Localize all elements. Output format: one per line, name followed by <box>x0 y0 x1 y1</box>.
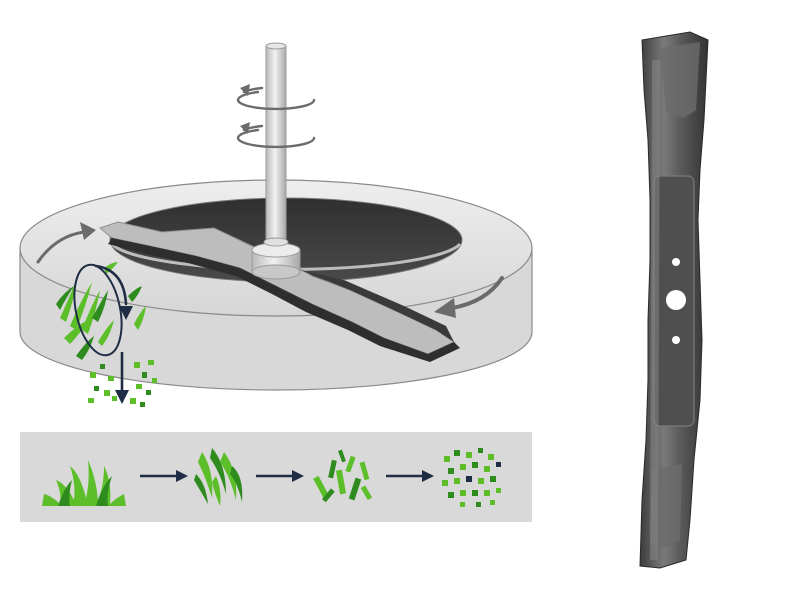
vortex-ring <box>73 263 123 357</box>
shaft-rotation-arrows <box>236 84 316 149</box>
mower-blade-photo <box>639 31 709 569</box>
blade-hole-small-bottom <box>672 336 680 344</box>
down-arrow-icon <box>115 390 129 404</box>
grass-clippings-icon <box>56 262 146 360</box>
deck-blade <box>98 221 460 362</box>
collar-top <box>263 237 289 247</box>
blade-upper-wing <box>660 42 700 118</box>
process-arrow-icon <box>386 470 434 482</box>
rotation-arrow-icon <box>236 122 316 149</box>
grass-vortex <box>56 262 157 407</box>
process-arrow-icon <box>140 470 188 482</box>
cut-grass-pieces-icon <box>313 449 373 503</box>
shaft-rod <box>265 45 287 255</box>
rotation-arrow-icon <box>236 84 316 111</box>
hub-bottom <box>251 264 301 280</box>
airflow-arrows <box>36 222 504 318</box>
shaft-top-cap <box>265 42 287 50</box>
blade-highlight <box>650 60 660 560</box>
process-arrow-icon <box>256 470 304 482</box>
grass-blades-icon <box>194 448 243 506</box>
mulching-process-panel <box>20 432 532 522</box>
grass-tuft-icon <box>42 460 126 506</box>
curved-arrow-icon <box>434 276 504 318</box>
blade-hole-small-top <box>672 258 680 266</box>
drive-shaft <box>251 42 301 280</box>
mulch-fragments-icon <box>442 448 501 507</box>
vortex-arrowhead <box>119 306 133 320</box>
mulch-pieces-icon <box>88 360 157 407</box>
curved-arrow-icon <box>36 222 96 264</box>
vortex-curve-arrow-icon <box>94 264 128 306</box>
blade-hole-center <box>666 290 686 310</box>
deck-blade-edge <box>108 238 460 362</box>
